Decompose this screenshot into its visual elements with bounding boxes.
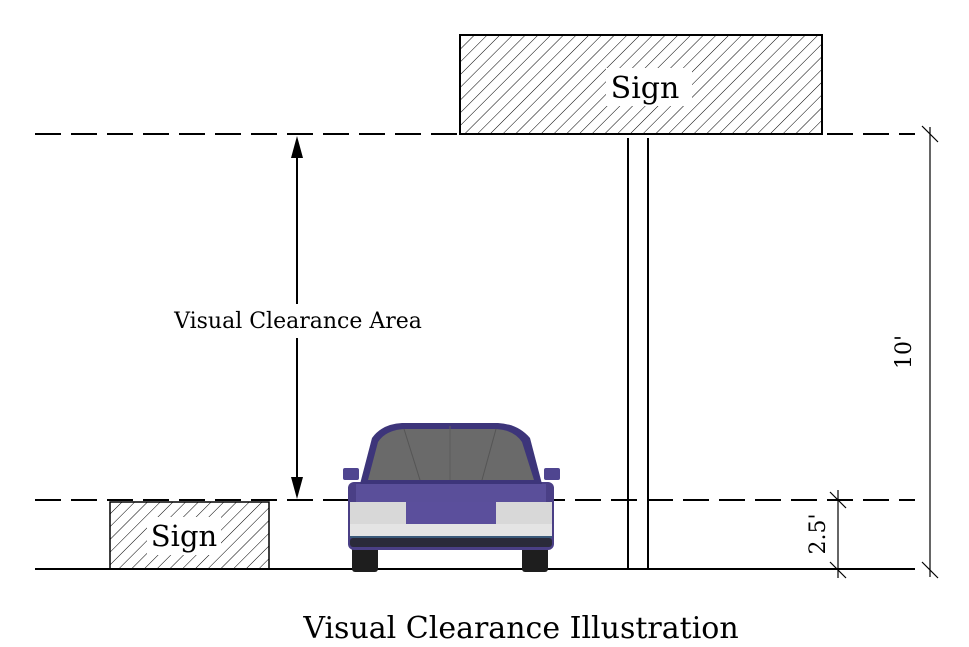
caption: Visual Clearance Illustration <box>302 611 738 646</box>
height-dimension-10ft <box>921 125 939 579</box>
car-icon <box>343 423 560 572</box>
height-label-2-5ft: 2.5' <box>806 513 831 554</box>
height-dimension-2-5ft <box>829 490 847 579</box>
clearance-area-label: Visual Clearance Area <box>173 309 422 334</box>
height-label-10ft: 10' <box>892 335 917 369</box>
bottom-sign-label: Sign <box>151 519 217 553</box>
top-sign-label: Sign <box>611 71 680 106</box>
